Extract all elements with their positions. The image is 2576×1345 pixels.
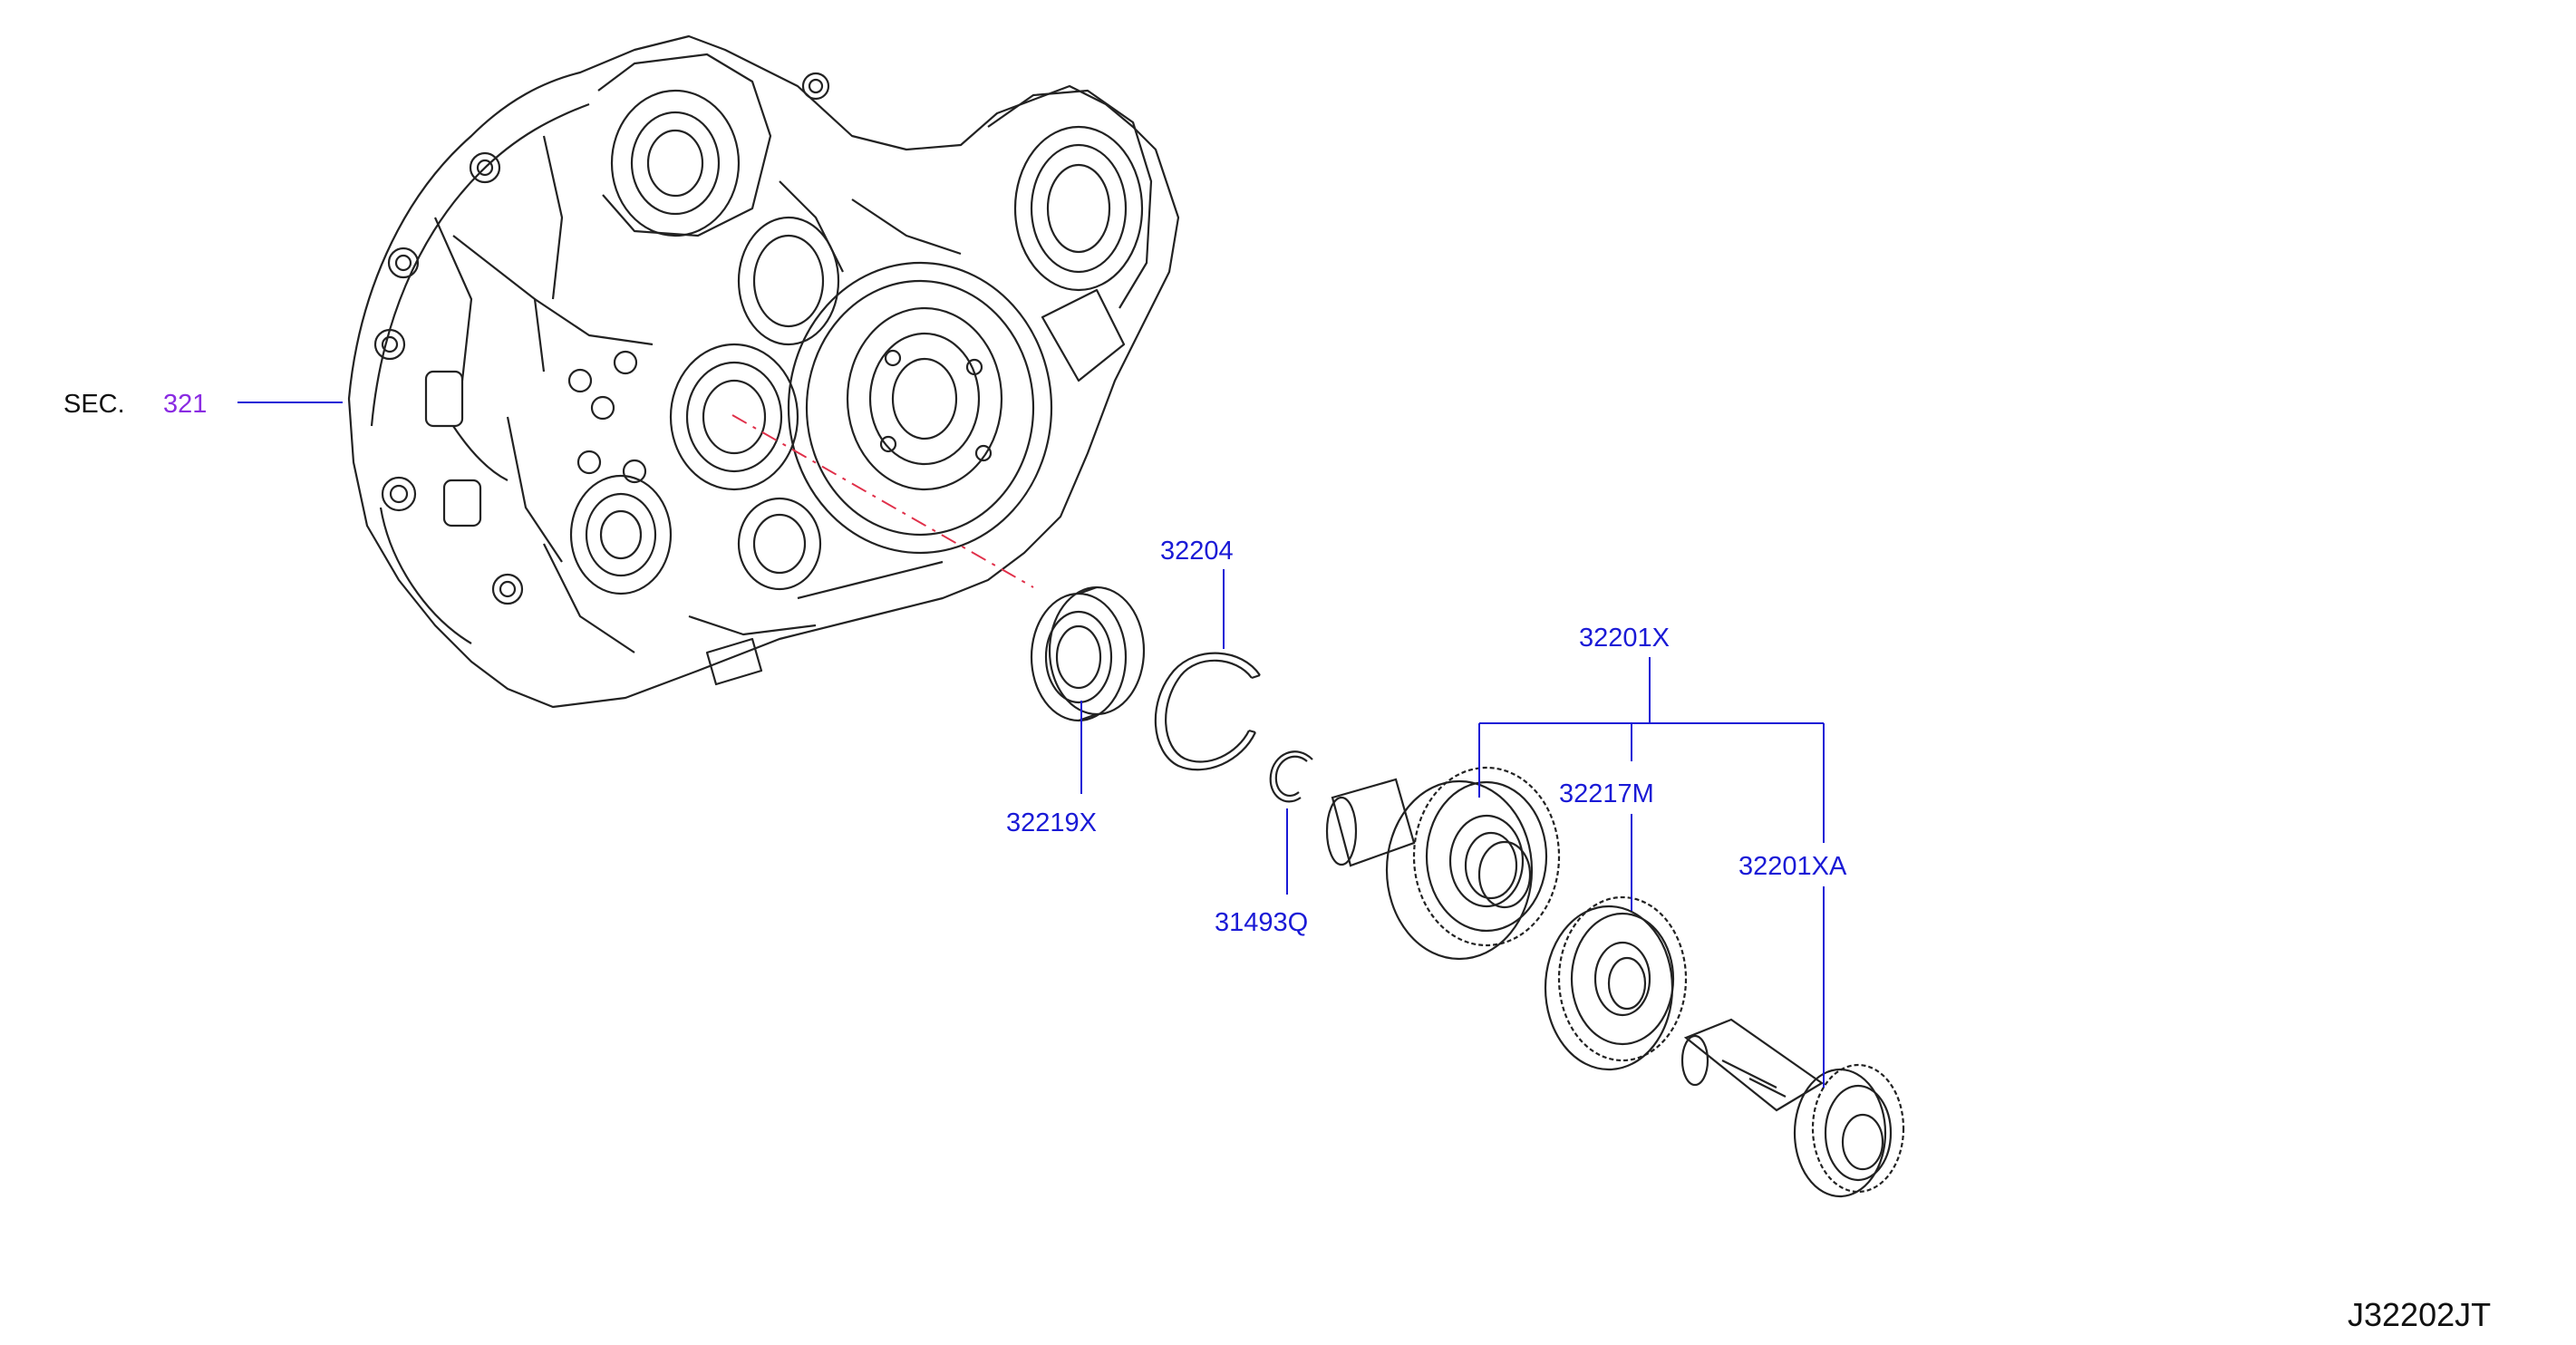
gear-assembly-drawing xyxy=(1325,766,1561,961)
section-ref-prefix: SEC. xyxy=(63,390,125,419)
part-label-32201x[interactable]: 32201X xyxy=(1579,624,1670,653)
part-label-32201xa[interactable]: 32201XA xyxy=(1738,852,1847,881)
axis-dash-line xyxy=(731,414,1034,588)
snap-ring-small-drawing xyxy=(1269,750,1313,803)
diagram-id: J32202JT xyxy=(2348,1296,2492,1333)
leader-lines xyxy=(237,402,1825,1088)
transmission-case-drawing xyxy=(347,34,1180,709)
part-label-32219x[interactable]: 32219X xyxy=(1006,808,1097,837)
part-label-31493q[interactable]: 31493Q xyxy=(1215,908,1309,937)
bearing-drawing xyxy=(1030,585,1146,722)
gear-drawing xyxy=(1544,895,1688,1071)
part-label-32204[interactable]: 32204 xyxy=(1160,537,1234,566)
snap-ring-large-drawing xyxy=(1154,652,1261,771)
section-ref-link[interactable]: 321 xyxy=(163,390,208,419)
part-label-32217m[interactable]: 32217M xyxy=(1559,779,1654,808)
shaft-gear-drawing xyxy=(1680,1018,1905,1198)
